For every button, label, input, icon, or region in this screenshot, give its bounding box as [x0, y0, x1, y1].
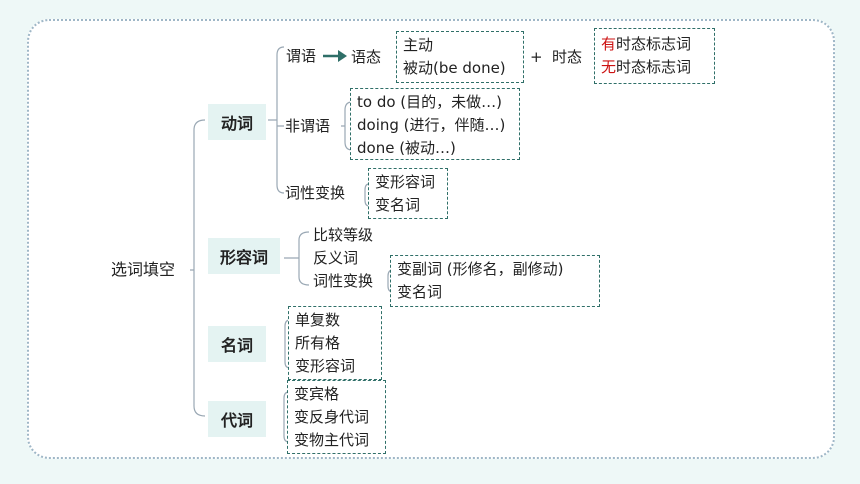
category-pronoun: 代词: [208, 401, 266, 437]
verb-pos-bracket: [364, 183, 370, 207]
category-noun: 名词: [208, 326, 266, 362]
noun-item: 变形容词: [295, 357, 356, 375]
voice-label: 语态: [351, 48, 382, 66]
adjective-bracket: [284, 231, 310, 286]
non-predicate-item: doing (进行，伴随…): [357, 116, 506, 134]
tense-box: 有时态标志词 无时态标志词: [594, 28, 715, 84]
noun-box: 单复数 所有格 变形容词: [288, 306, 382, 380]
pronoun-item: 变物主代词: [294, 431, 370, 449]
non-predicate-box: to do (目的，未做…) doing (进行，伴随…) done (被动…): [350, 88, 520, 160]
adjective-item: 比较等级: [313, 226, 374, 244]
adjective-pos-change-label: 词性变换: [313, 272, 374, 290]
verb-pos-item: 变形容词: [375, 173, 436, 191]
verb-pos-change-box: 变形容词 变名词: [368, 168, 448, 219]
tense-marker: 有: [601, 35, 617, 53]
non-predicate-item: done (被动…): [357, 139, 456, 157]
root-bracket: [190, 119, 206, 417]
category-verb: 动词: [208, 104, 266, 140]
verb-pos-item: 变名词: [375, 196, 421, 214]
tense-marker: 无: [601, 58, 617, 76]
voice-item: 主动: [403, 36, 434, 54]
non-predicate-label: 非谓语: [285, 117, 331, 135]
adjective-item: 反义词: [313, 249, 359, 267]
voice-item: 被动(be done): [403, 59, 506, 77]
pronoun-item: 变宾格: [294, 385, 340, 403]
tense-label: 时态: [552, 48, 583, 66]
noun-item: 所有格: [295, 334, 341, 352]
verb-pos-change-label: 词性变换: [285, 184, 346, 202]
tense-item: 有时态标志词: [601, 35, 692, 53]
adjective-pos-item: 变副词 (形修名，副修动): [397, 260, 564, 278]
non-predicate-bracket: [341, 101, 353, 151]
category-adjective: 形容词: [208, 238, 280, 274]
tense-item: 无时态标志词: [601, 58, 692, 76]
non-predicate-item: to do (目的，未做…): [357, 93, 502, 111]
noun-item: 单复数: [295, 311, 341, 329]
predicate-label: 谓语: [286, 47, 317, 65]
verb-bracket: [268, 46, 285, 194]
adjective-pos-change-box: 变副词 (形修名，副修动) 变名词: [390, 255, 600, 307]
adjective-pos-item: 变名词: [397, 283, 443, 301]
plus-sign: +: [530, 48, 543, 66]
noun-bracket: [284, 319, 291, 369]
voice-box: 主动 被动(be done): [396, 31, 524, 83]
pronoun-box: 变宾格 变反身代词 变物主代词: [287, 380, 386, 454]
root-label: 选词填空: [111, 260, 176, 279]
arrow-head-icon: [338, 50, 347, 62]
pronoun-item: 变反身代词: [294, 408, 370, 426]
pronoun-bracket: [283, 391, 290, 443]
